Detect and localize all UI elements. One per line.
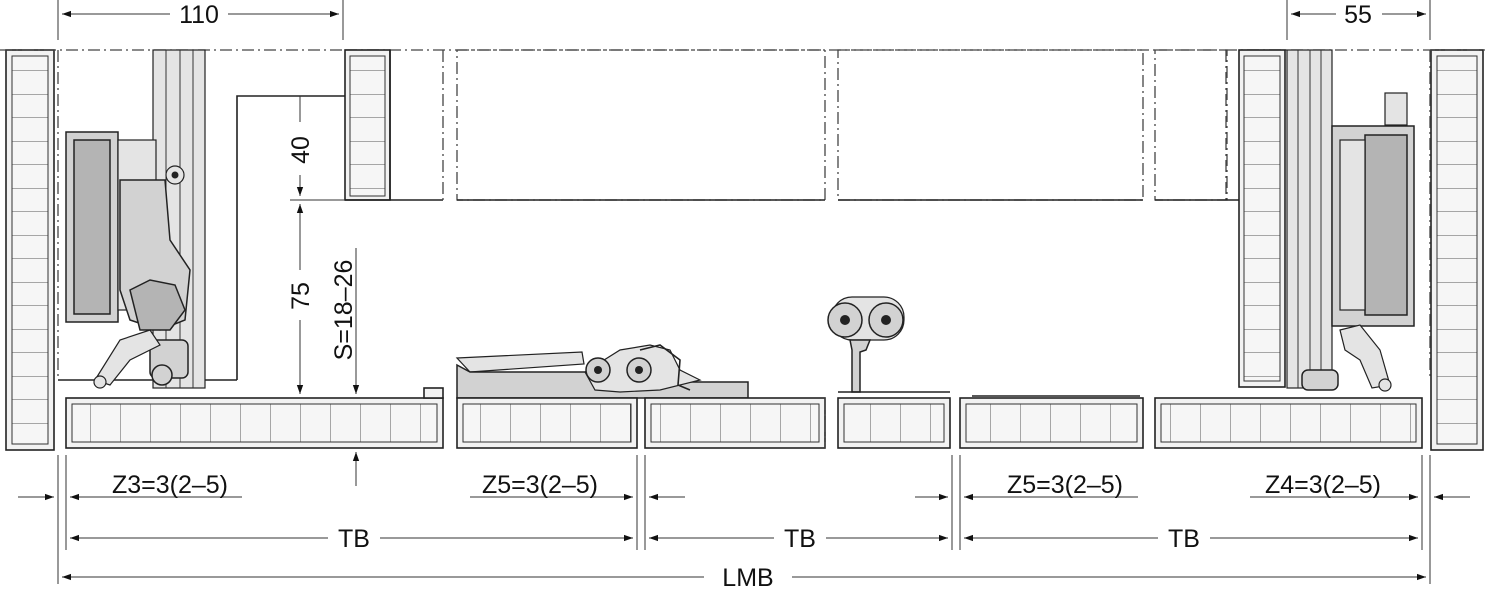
left-bracket-outline [58,95,345,381]
dim-z3: Z3=3(2–5) [18,471,242,501]
guide-roller [827,296,950,393]
dim-z3-label: Z3=3(2–5) [112,471,228,499]
dim-tb-mid-label: TB [784,525,816,553]
left-side-panel [5,49,55,451]
right-side-panel [1430,49,1484,451]
dim-tb-right: TB [964,525,1418,553]
right-sliding-fitting [1286,49,1415,392]
dim-tb-left: TB [70,525,633,553]
dim-z5-left: Z5=3(2–5) [470,471,685,501]
dim-tb-right-label: TB [1168,525,1200,553]
dim-55-label: 55 [1344,1,1372,29]
dim-z4-label: Z4=3(2–5) [1265,471,1381,499]
right-inner-panel [1238,49,1286,388]
dim-40: 40 [287,96,345,201]
dim-z5-right: Z5=3(2–5) [915,471,1138,501]
dim-110: 110 [57,0,344,40]
dim-z5-left-label: Z5=3(2–5) [482,471,598,499]
left-frame-bar [344,49,444,201]
dim-tb-mid: TB [649,525,948,553]
bottom-door-bars [65,387,1423,449]
dim-75: 75 [287,204,315,394]
dim-thickness-label: S=18–26 [330,260,358,361]
dim-thickness: S=18–26 [330,248,360,486]
dim-55: 55 [1286,0,1431,40]
left-sliding-fitting [65,49,206,389]
dim-75-label: 75 [287,282,315,310]
extension-lines [57,455,1431,584]
dim-lmb: LMB [62,564,1426,591]
dim-z4: Z4=3(2–5) [1250,471,1470,501]
dim-110-label: 110 [179,1,219,29]
dim-z5-right-label: Z5=3(2–5) [1007,471,1123,499]
middle-running-gear [455,344,749,399]
upper-door-panels [456,49,1240,201]
dim-lmb-label: LMB [722,564,773,591]
dim-40-label: 40 [287,136,315,164]
dim-tb-left-label: TB [338,525,370,553]
